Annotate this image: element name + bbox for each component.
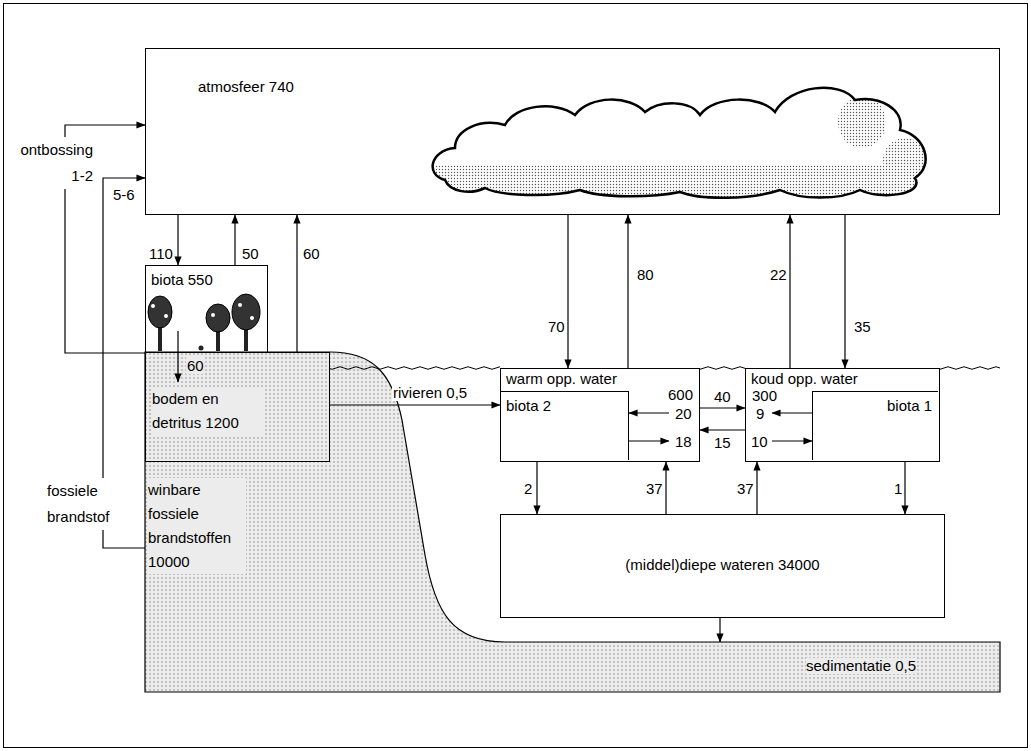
water-surface <box>700 364 745 372</box>
box-label: 600 <box>668 387 693 403</box>
flow-value: 22 <box>769 266 788 283</box>
cold-water-box: koud opp. water300 biota 1 <box>745 368 940 462</box>
cloud-illustration <box>425 88 935 205</box>
flow-value: 40 <box>713 388 732 405</box>
flow-arrow <box>700 429 745 430</box>
flow-arrow <box>789 215 790 368</box>
box-label: koud opp. water <box>751 371 858 387</box>
flow-name: fossiele brandstof <box>46 478 140 530</box>
box-label: biota 1 <box>887 398 932 414</box>
land-region: winbare fossiele brandstoffen 10000 sedim… <box>145 352 1000 692</box>
land-ground <box>145 352 1000 692</box>
flow-arrow <box>177 331 178 382</box>
flow-arrow <box>665 462 666 514</box>
flow-arrow <box>772 412 812 413</box>
water-surface <box>330 364 500 372</box>
box-label: (middel)diepe wateren 34000 <box>501 557 944 573</box>
flow-value: 110 <box>148 245 174 262</box>
ocean-biota-box: biota 1 <box>812 391 938 460</box>
flow-value: 15 <box>713 434 732 451</box>
flow-arrow <box>627 215 628 368</box>
outer-frame <box>4 4 1028 748</box>
flow-value: 18 <box>674 433 693 450</box>
flow-arrow <box>756 462 757 514</box>
flow-value: 9 <box>755 405 765 422</box>
flow-value: 70 <box>547 318 566 335</box>
flow-arrow <box>719 618 720 642</box>
flow-value: rivieren 0,5 <box>392 384 468 401</box>
box-label: warm opp. water <box>506 371 617 387</box>
atmosphere-box: atmosfeer 740 <box>145 48 1000 215</box>
box-label: winbare fossiele brandstoffen 10000 <box>148 478 246 574</box>
land-biota-box: biota 550 <box>145 265 268 353</box>
box-label: bodem en detritus 1200 <box>152 387 264 435</box>
flow-value: 2 <box>523 480 533 497</box>
box-label: biota 550 <box>151 272 213 288</box>
flow-value: 1 <box>893 480 903 497</box>
box-label: sedimentatie 0,5 <box>806 658 916 674</box>
flow-arrow <box>567 215 568 368</box>
soil-box: bodem en detritus 1200 <box>145 352 330 462</box>
flow-value: 60 <box>186 357 205 374</box>
flow-arrow <box>629 440 669 441</box>
flow-value: 60 <box>302 245 321 262</box>
flow-value: 50 <box>241 245 260 262</box>
flow-arrow <box>904 462 905 514</box>
flow-arrow <box>536 462 537 514</box>
water-surface <box>940 364 1000 372</box>
flow-arrow <box>772 440 812 441</box>
warm-water-box: warm opp. water 600 biota 2 <box>500 368 700 462</box>
box-label: 300 <box>752 388 777 404</box>
flow-arrow <box>700 407 745 408</box>
flow-arrow <box>296 215 297 352</box>
flow-value: ontbossing 1-2 <box>4 137 94 189</box>
flow-value: 5-6 <box>112 186 136 203</box>
box-label: atmosfeer 740 <box>198 79 294 95</box>
tree-illustration <box>148 294 260 351</box>
flow-arrow <box>330 404 500 405</box>
flow-arrow <box>177 215 178 265</box>
box-label: biota 2 <box>506 398 551 414</box>
flow-value: 10 <box>750 433 769 450</box>
flow-arrow <box>844 215 845 368</box>
deep-water-box: (middel)diepe wateren 34000 <box>500 514 945 618</box>
flow-value: 37 <box>645 480 664 497</box>
flow-value: 80 <box>636 266 655 283</box>
flow-value: 37 <box>736 480 755 497</box>
ocean-biota-box: biota 2 <box>501 391 629 460</box>
flow-arrow <box>234 215 235 265</box>
flow-value: 35 <box>853 318 872 335</box>
flow-arrow <box>629 412 669 413</box>
flow-value: 20 <box>674 405 693 422</box>
